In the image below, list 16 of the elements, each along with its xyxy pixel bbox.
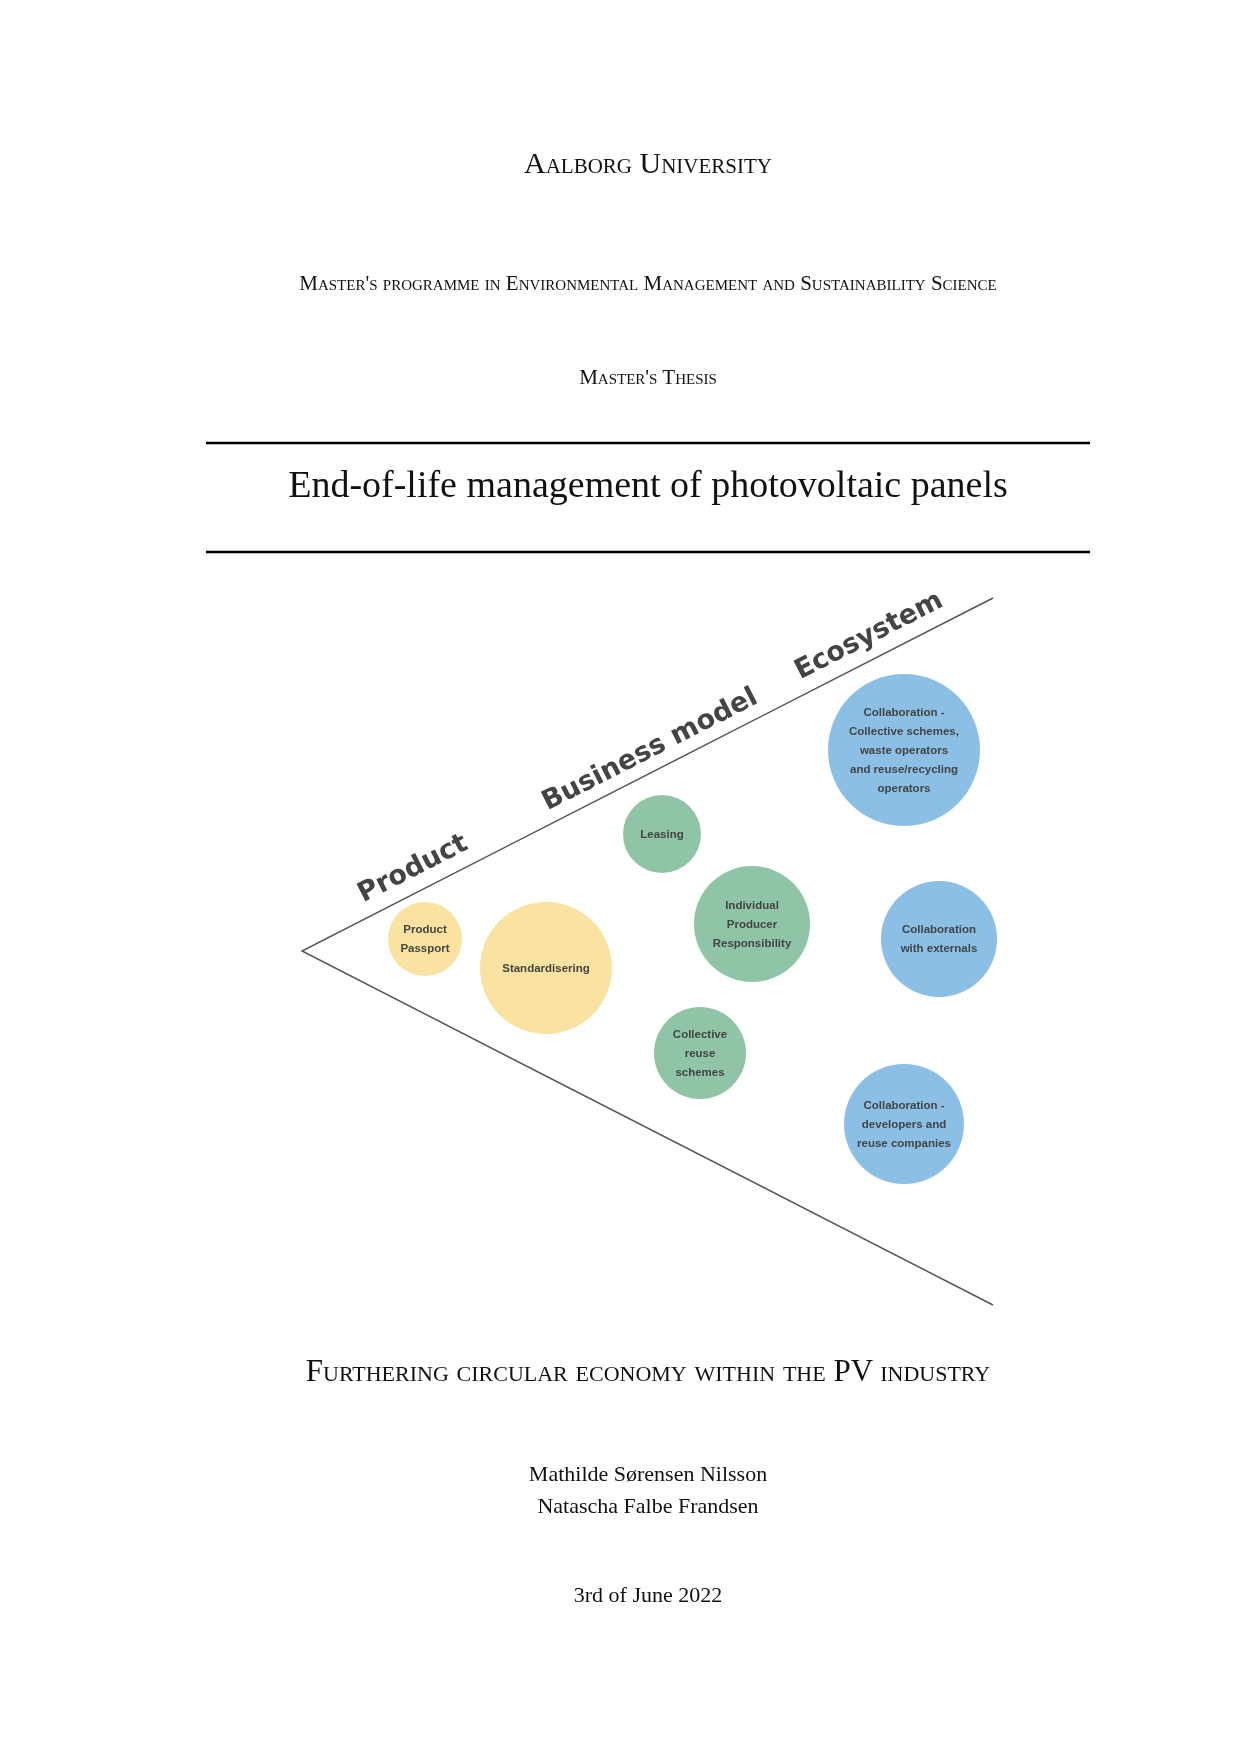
author-name: Natascha Falbe Frandsen bbox=[536, 1492, 760, 1520]
title: End-of-life management of photovoltaic panels bbox=[287, 462, 1009, 506]
node-label: Collaboration with externals bbox=[899, 922, 979, 956]
author-name: Mathilde Sørensen Nilsson bbox=[527, 1460, 769, 1488]
university-name: Aalborg University bbox=[523, 145, 773, 181]
node-label: Standardisering bbox=[502, 960, 590, 976]
date: 3rd of June 2022 bbox=[572, 1581, 724, 1609]
node-label: Collective reuse schemes bbox=[671, 1026, 729, 1080]
subtitle: Furthering circular economy within the PV industry bbox=[304, 1355, 992, 1387]
node-label: Individual Producer Responsibility bbox=[711, 897, 793, 951]
node-label: Leasing bbox=[640, 826, 684, 842]
document-type: Master's Thesis bbox=[578, 364, 718, 391]
programme-name: Master's programme in Environmental Management and Sustainability Science bbox=[298, 270, 998, 297]
node-label: Collaboration - developers and reuse companies bbox=[856, 1097, 952, 1151]
node-label: Collaboration - Collective schemes, waste operators and reuse/recycling operators bbox=[848, 704, 960, 796]
node-label: Product Passport bbox=[399, 922, 451, 956]
